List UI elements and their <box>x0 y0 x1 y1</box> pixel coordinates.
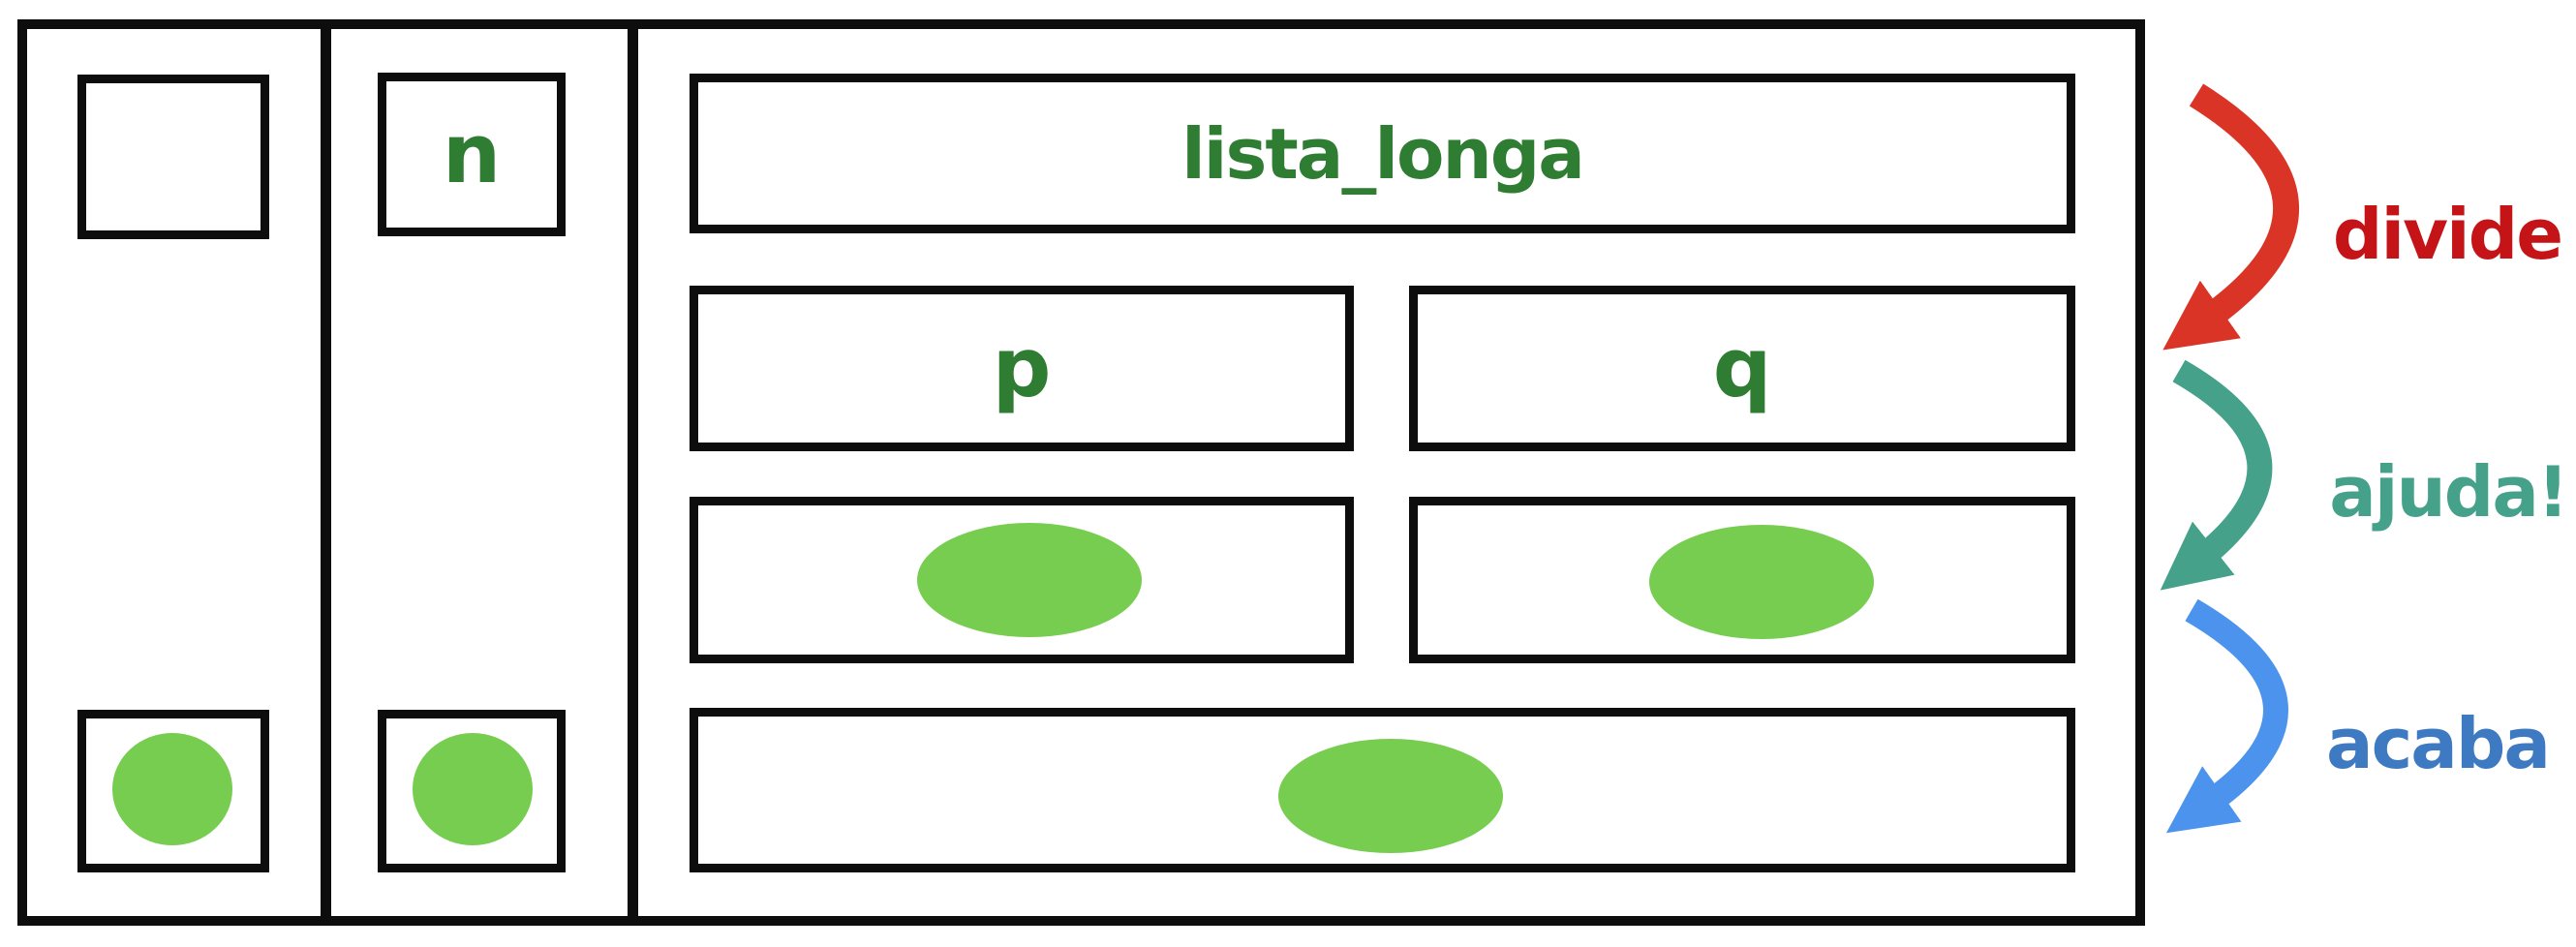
n-slot-label: n <box>442 107 502 202</box>
combined-result-slot <box>690 708 2075 872</box>
value-blob-icon <box>917 523 1142 637</box>
ajuda-step-label: ajuda! <box>2329 451 2568 533</box>
p-slot-label: p <box>992 321 1052 416</box>
ajuda-arrow-icon <box>2160 359 2273 591</box>
col1-result-slot <box>77 710 269 872</box>
col2-n-slot: n <box>378 73 566 236</box>
value-blob-icon <box>413 733 533 845</box>
divide-arrow-icon <box>2162 83 2300 351</box>
acaba-arrow-icon <box>2165 598 2288 834</box>
q-slot: q <box>1409 286 2075 451</box>
value-blob-icon <box>112 733 232 845</box>
acaba-step-label: acaba <box>2326 703 2551 784</box>
column-divider-1 <box>321 28 331 917</box>
col1-empty-slot <box>77 75 269 239</box>
right-partial-result-slot <box>1409 497 2075 663</box>
column-divider-2 <box>628 28 638 917</box>
q-slot-label: q <box>1712 321 1772 416</box>
left-partial-result-slot <box>690 497 1354 663</box>
lista-longa-slot: lista_longa <box>690 74 2075 233</box>
lista-longa-label: lista_longa <box>1181 112 1585 195</box>
p-slot: p <box>690 286 1354 451</box>
value-blob-icon <box>1649 525 1874 639</box>
value-blob-icon <box>1278 739 1503 853</box>
divide-step-label: divide <box>2332 194 2563 275</box>
col2-result-slot <box>378 710 566 872</box>
